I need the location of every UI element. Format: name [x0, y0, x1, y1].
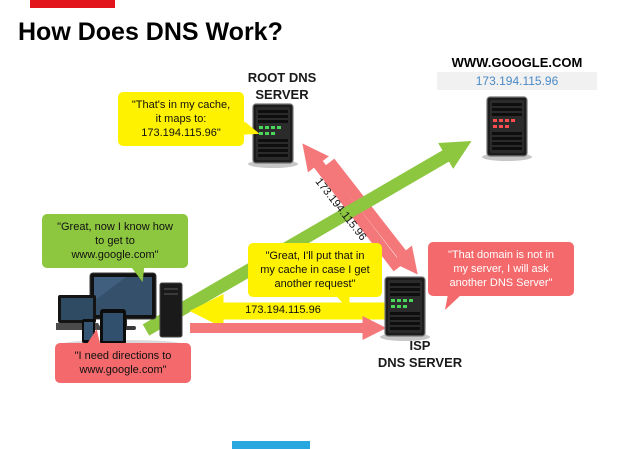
root-dns-label: ROOT DNS SERVER	[232, 70, 332, 104]
client-devices-icon	[56, 272, 183, 348]
server-leds-green	[391, 299, 413, 308]
bubble-line: to get to	[95, 235, 135, 248]
bubble-tail	[85, 329, 104, 345]
isp-dns-label-line1: ISP	[409, 338, 431, 353]
isp-dns-label: ISP DNS SERVER	[360, 338, 480, 372]
google-host-box: WWW.GOOGLE.COM 173.194.115.96	[437, 53, 597, 90]
tablet-icon	[100, 309, 126, 345]
bubble-line: another request"	[274, 278, 356, 291]
bubble-line: "Great, now I know how	[57, 221, 173, 233]
arrow-root-to-isp	[325, 158, 418, 275]
bubble-line: another DNS Server"	[449, 277, 553, 290]
page-title: How Does DNS Work?	[18, 18, 283, 46]
root-dns-label-line2: SERVER	[255, 86, 309, 102]
bubble-line: it maps to:	[155, 113, 207, 126]
isp-dns-server-icon	[380, 276, 430, 341]
root-dns-server-icon	[248, 103, 298, 168]
server-leds-green	[259, 126, 281, 135]
phone-icon	[82, 319, 95, 343]
top-accent-bar	[30, 0, 115, 8]
bubble-line: "That domain is not in	[447, 249, 554, 261]
laptop-icon	[56, 295, 102, 330]
bubble-line: my server, I will ask	[453, 263, 549, 276]
google-domain-label: WWW.GOOGLE.COM	[437, 53, 597, 72]
speech-bubble-isp-cache: "Great, I'll put that in my cache in cas…	[248, 243, 382, 312]
server-leds-red	[493, 119, 515, 128]
bottom-accent-bar	[232, 441, 310, 449]
google-server-icon	[482, 96, 532, 161]
bubble-line: my cache in case I get	[260, 264, 370, 277]
desktop-tower-icon	[159, 282, 183, 338]
speech-bubble-client-ask: "I need directions to www.google.com"	[55, 329, 191, 384]
bubble-line: 173.194.115.96"	[141, 127, 221, 140]
isp-dns-label-line2: DNS SERVER	[377, 354, 463, 370]
speech-bubble-client-knows: "Great, now I know how to get to www.goo…	[42, 214, 188, 283]
bubble-line: "I need directions to	[74, 350, 172, 362]
google-ip-label: 173.194.115.96	[437, 72, 597, 90]
bubble-line: "That's in my cache,	[131, 99, 231, 111]
speech-bubble-root-cache: "That's in my cache, it maps to: 173.194…	[118, 92, 262, 147]
bubble-line: www.google.com"	[71, 249, 159, 262]
bubble-line: "Great, I'll put that in	[265, 250, 365, 262]
bubble-line: www.google.com"	[79, 364, 167, 377]
horizontal-ip-label: 173.194.115.96	[245, 304, 321, 316]
root-dns-label-line1: ROOT DNS	[247, 70, 317, 85]
speech-bubble-isp-ask: "That domain is not in my server, I will…	[428, 242, 574, 311]
